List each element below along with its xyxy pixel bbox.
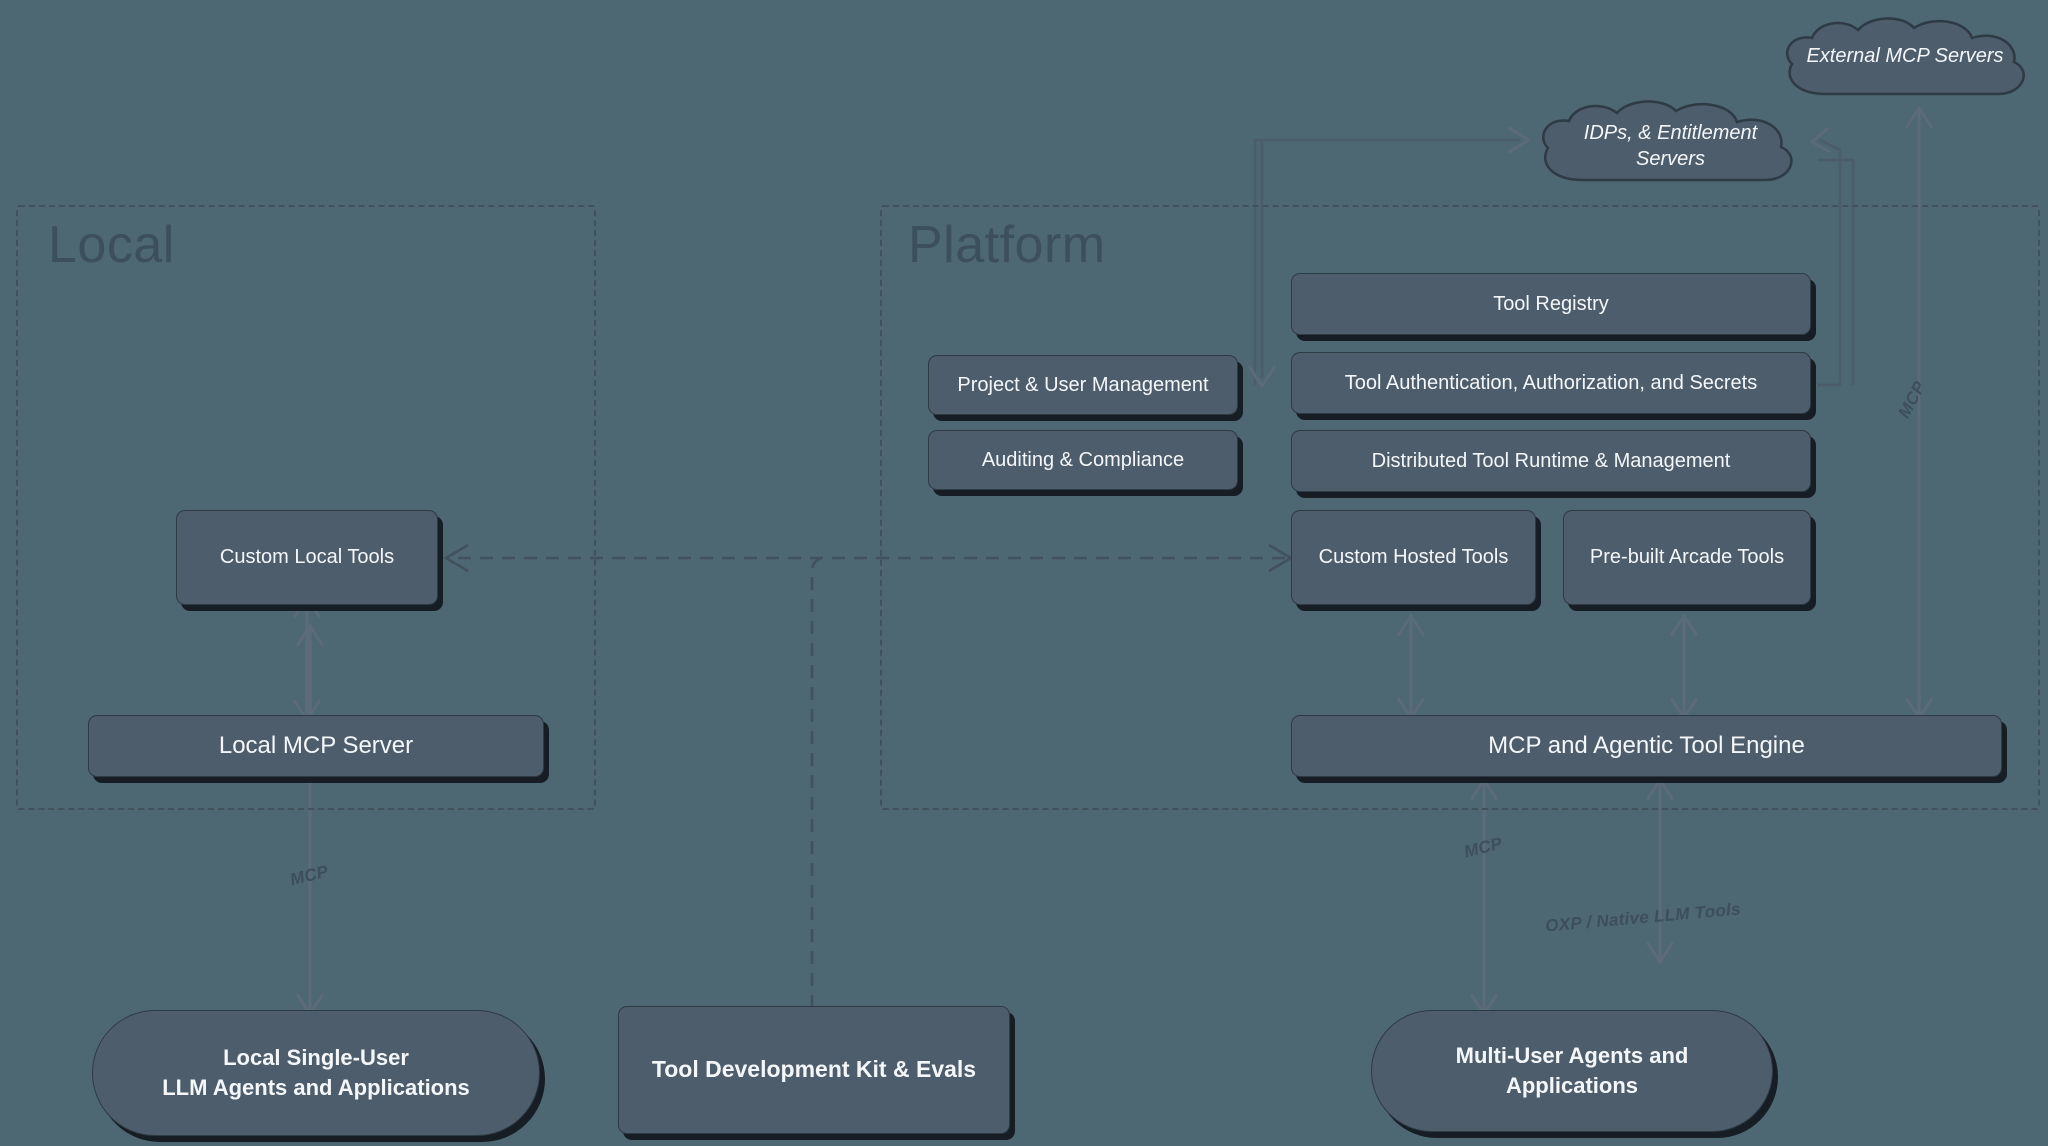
node-custom-hosted-tools[interactable]: Custom Hosted Tools: [1291, 510, 1536, 605]
node-custom-local-tools[interactable]: Custom Local Tools: [176, 510, 438, 605]
node-multi-user-agents-line2: Applications: [1505, 1073, 1638, 1098]
group-local: [16, 205, 596, 810]
node-auditing-compliance[interactable]: Auditing & Compliance: [928, 430, 1238, 490]
node-prebuilt-arcade-tools[interactable]: Pre-built Arcade Tools: [1563, 510, 1811, 605]
arrowhead-idps-right: [1809, 126, 1831, 154]
arrowhead-up-4: [1669, 613, 1699, 637]
cloud-shape-idps: [1542, 100, 1793, 182]
arrowhead-up-5: [1469, 777, 1499, 801]
cloud-idps-label: IDPs, & Entitlement Servers: [1583, 122, 1758, 170]
group-platform: [880, 205, 2040, 810]
edge-devkit-to-tools-bus: [810, 556, 827, 1008]
edge-projectusers-to-idps: [1253, 138, 1520, 385]
arrowhead-up-6: [1645, 777, 1675, 801]
group-local-title: Local: [48, 216, 175, 274]
arrowhead-up-1: [295, 623, 325, 647]
cloud-external-mcp-servers[interactable]: External MCP Servers: [1770, 8, 2040, 104]
node-multi-user-agents[interactable]: Multi-User Agents and Applications: [1371, 1010, 1773, 1132]
edge-idps-to-toolauth-right: [1818, 158, 1855, 385]
node-local-agents[interactable]: Local Single-User LLM Agents and Applica…: [92, 1010, 540, 1136]
node-local-agents-line2: LLM Agents and Applications: [162, 1075, 470, 1100]
arrowhead-up-7: [1904, 105, 1934, 129]
node-tool-registry[interactable]: Tool Registry: [1291, 273, 1811, 335]
node-project-user-management[interactable]: Project & User Management: [928, 355, 1238, 415]
node-tool-authentication[interactable]: Tool Authentication, Authorization, and …: [1291, 352, 1811, 414]
node-multi-user-agents-line1: Multi-User Agents and: [1455, 1043, 1689, 1069]
node-local-mcp-server[interactable]: Local MCP Server: [88, 715, 544, 777]
group-platform-title: Platform: [908, 216, 1106, 274]
cloud-idps-entitlement[interactable]: IDPs, & Entitlement Servers: [1528, 96, 1813, 196]
arrowhead-up-3: [1396, 613, 1426, 637]
node-local-agents-line1: Local Single-User: [223, 1045, 409, 1071]
arrowhead-down-8: [1247, 365, 1277, 389]
cloud-external-mcp-label: External MCP Servers: [1806, 45, 2004, 67]
node-tool-development-kit[interactable]: Tool Development Kit & Evals: [618, 1006, 1010, 1134]
arrowhead-right-3: [1507, 125, 1531, 155]
arrowhead-left-1: [443, 543, 469, 573]
edge-toolauth-to-idps-right: [1807, 138, 1842, 387]
cloud-shape-external: [1786, 17, 2025, 96]
node-mcp-agentic-tool-engine[interactable]: MCP and Agentic Tool Engine: [1291, 715, 2002, 777]
node-distributed-tool-runtime[interactable]: Distributed Tool Runtime & Management: [1291, 430, 1811, 492]
arrowhead-down-6: [1645, 941, 1675, 965]
